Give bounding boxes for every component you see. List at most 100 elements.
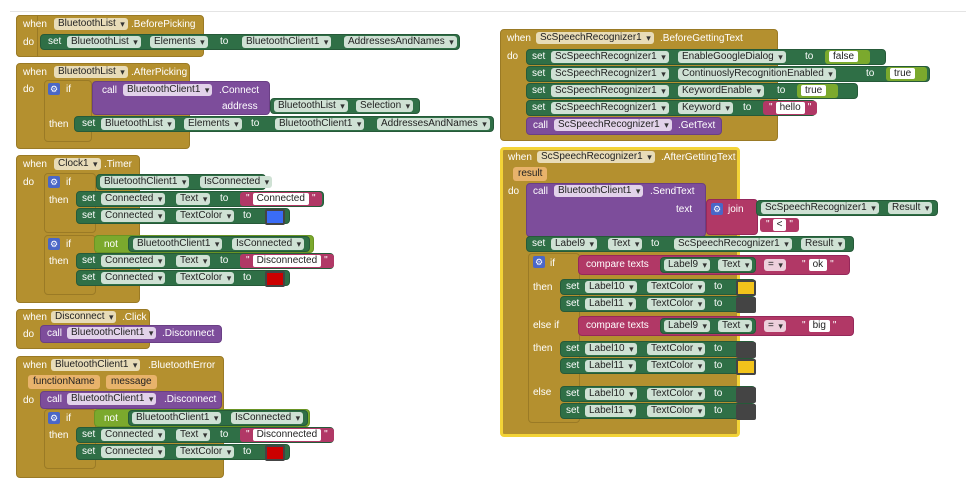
set-component-dropdown[interactable]: ScSpeechRecognizer1 [551,51,669,63]
set-component-dropdown[interactable]: ScSpeechRecognizer1 [551,85,669,97]
component-dropdown[interactable]: ScSpeechRecognizer1 [537,151,655,163]
string-value[interactable]: hello [775,102,805,114]
color-red-swatch[interactable] [265,445,285,461]
compare-property-dropdown[interactable]: Text [718,320,753,332]
boolean-value[interactable]: true [890,68,916,79]
param-result[interactable]: result [513,167,548,181]
compare-component-dropdown[interactable]: Label9 [664,320,711,332]
value-property-dropdown[interactable]: Result [801,238,846,250]
string-value[interactable]: < [772,219,787,231]
set-property-dropdown[interactable]: TextColor [647,388,706,400]
set-component-dropdown[interactable]: Label9 [551,238,598,250]
value-property-dropdown[interactable]: AddressesAndNames [344,36,457,48]
color-dark-swatch[interactable] [736,342,756,358]
value-property-dropdown[interactable]: AddressesAndNames [377,118,490,130]
set-property-dropdown[interactable]: TextColor [647,405,706,417]
set-property-dropdown[interactable]: Text [176,193,211,205]
join-property-dropdown[interactable]: Result [888,202,933,214]
color-blue-swatch[interactable] [265,209,285,225]
condition-component-dropdown[interactable]: BluetoothClient1 [100,176,190,188]
set-component-dropdown[interactable]: ScSpeechRecognizer1 [551,102,669,114]
string-value[interactable]: ok [808,259,828,271]
compare-operator-dropdown[interactable]: = [764,259,786,271]
gear-icon[interactable]: ⚙ [48,83,60,95]
join-string-block[interactable]: "<" [760,218,799,232]
set-component-dropdown[interactable]: Label11 [585,298,636,310]
component-dropdown[interactable]: Clock1 [54,158,101,170]
param-message[interactable]: message [106,375,157,389]
set-property-dropdown[interactable]: TextColor [647,360,706,372]
color-dark-swatch[interactable] [736,387,756,403]
set-component-dropdown[interactable]: Label10 [585,388,637,400]
call-component-dropdown[interactable]: ScSpeechRecognizer1 [554,119,672,131]
color-red-swatch[interactable] [265,271,285,287]
set-property-dropdown[interactable]: TextColor [647,343,706,355]
string-value[interactable]: Disconnected [252,429,322,441]
set-component-dropdown[interactable]: Connected [101,210,166,222]
compare-operator-dropdown[interactable]: = [764,320,786,332]
condition-property-dropdown[interactable]: IsConnected [200,176,273,188]
string-block[interactable]: "hello" [763,101,818,115]
component-dropdown[interactable]: Disconnect [51,311,117,323]
condition-property-dropdown[interactable]: IsConnected [231,412,304,424]
boolean-block[interactable]: true [797,84,839,98]
address-property-dropdown[interactable]: Selection [356,100,414,112]
set-component-dropdown[interactable]: Connected [101,429,166,441]
set-property-dropdown[interactable]: TextColor [647,281,706,293]
call-component-dropdown[interactable]: BluetoothClient1 [123,84,213,96]
string-value[interactable]: Connected [252,193,309,205]
set-component-dropdown[interactable]: BluetoothList [67,36,141,48]
text-string-block[interactable]: "Disconnected" [240,254,334,268]
param-functionname[interactable]: functionName [28,375,100,389]
component-dropdown[interactable]: BluetoothClient1 [51,359,141,371]
color-yellow-swatch[interactable] [736,280,756,296]
condition-property-dropdown[interactable]: IsConnected [232,238,305,250]
join-component-dropdown[interactable]: ScSpeechRecognizer1 [761,202,879,214]
set-property-dropdown[interactable]: TextColor [176,446,235,458]
compare-component-dropdown[interactable]: Label9 [664,259,711,271]
set-property-dropdown[interactable]: KeywordEnable [678,85,765,97]
gear-icon[interactable]: ⚙ [533,256,545,268]
string-value[interactable]: Disconnected [252,255,322,267]
set-property-dropdown[interactable]: Text [608,238,643,250]
component-dropdown[interactable]: ScSpeechRecognizer1 [536,32,654,44]
boolean-block[interactable]: false [825,50,871,64]
set-component-dropdown[interactable]: ScSpeechRecognizer1 [551,68,669,80]
set-property-dropdown[interactable]: TextColor [176,272,235,284]
set-property-dropdown[interactable]: Elements [184,118,242,130]
call-component-dropdown[interactable]: BluetoothClient1 [67,393,157,405]
set-property-dropdown[interactable]: Text [176,429,211,441]
color-dark-swatch[interactable] [736,297,756,313]
call-component-dropdown[interactable]: BluetoothClient1 [67,327,157,339]
set-property-dropdown[interactable]: TextColor [647,298,706,310]
compare-property-dropdown[interactable]: Text [718,259,753,271]
set-component-dropdown[interactable]: Connected [101,255,166,267]
compare-string-block[interactable]: "ok" [796,258,840,272]
text-string-block[interactable]: "Connected" [240,192,322,206]
boolean-value[interactable]: true [801,85,827,96]
set-property-dropdown[interactable]: TextColor [176,210,235,222]
call-component-dropdown[interactable]: BluetoothClient1 [554,185,644,197]
component-dropdown[interactable]: BluetoothList [54,18,128,30]
set-component-dropdown[interactable]: Connected [101,446,166,458]
string-value[interactable]: big [808,320,830,332]
set-component-dropdown[interactable]: BluetoothList [101,118,175,130]
boolean-value[interactable]: false [829,51,859,62]
boolean-block[interactable]: true [886,67,928,81]
text-string-block[interactable]: "Disconnected" [240,428,334,442]
component-dropdown[interactable]: BluetoothList [54,66,128,78]
value-component-dropdown[interactable]: BluetoothClient1 [242,36,332,48]
gear-icon[interactable]: ⚙ [711,203,723,215]
gear-icon[interactable]: ⚙ [48,238,60,250]
address-component-dropdown[interactable]: BluetoothList [274,100,348,112]
set-component-dropdown[interactable]: Connected [101,272,166,284]
set-property-dropdown[interactable]: ContinuoslyRecognitionEnabled [678,68,836,80]
set-component-dropdown[interactable]: Label10 [585,343,637,355]
value-component-dropdown[interactable]: BluetoothClient1 [275,118,365,130]
gear-icon[interactable]: ⚙ [48,176,60,188]
set-property-dropdown[interactable]: Text [176,255,211,267]
color-yellow-swatch[interactable] [736,359,756,375]
set-component-dropdown[interactable]: Label10 [585,281,637,293]
value-component-dropdown[interactable]: ScSpeechRecognizer1 [674,238,792,250]
condition-component-dropdown[interactable]: BluetoothClient1 [133,238,223,250]
